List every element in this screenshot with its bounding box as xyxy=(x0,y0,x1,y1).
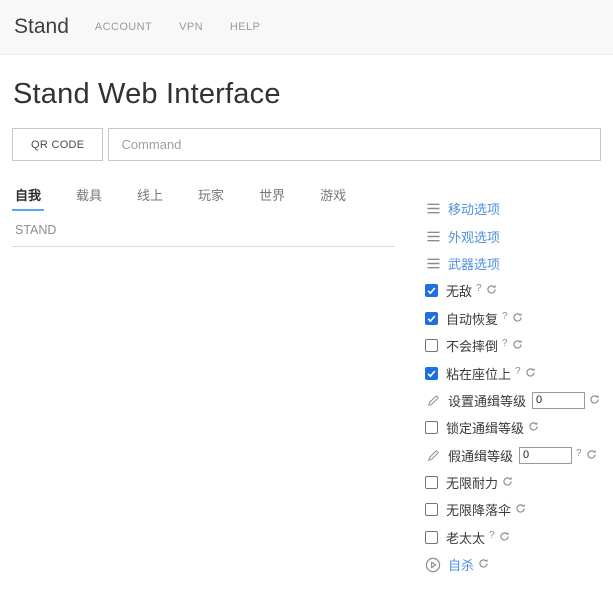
help-icon[interactable]: ? xyxy=(489,529,495,541)
value-input[interactable] xyxy=(532,391,586,409)
input-label: 假通缉等级 xyxy=(448,448,514,464)
toggle-label: 无限耐力 xyxy=(446,476,499,492)
action-link[interactable]: 自杀 xyxy=(448,558,475,574)
command-list: 移动选项外观选项武器选项无敌?自动恢复?不会摔倒?粘在座位上?设置通缉等级锁定通… xyxy=(425,183,601,578)
tab-3[interactable]: 玩家 xyxy=(198,188,225,203)
toggle-label: 粘在座位上 xyxy=(446,366,512,382)
submenu-link[interactable]: 外观选项 xyxy=(448,229,501,245)
command-row: 移动选项 xyxy=(425,195,601,222)
command-row: 无限耐力 xyxy=(425,469,601,496)
checkbox[interactable] xyxy=(425,366,438,380)
command-row: 老太太? xyxy=(425,524,601,551)
toggle-label: 锁定通缉等级 xyxy=(446,421,525,437)
command-row: 外观选项 xyxy=(425,222,601,249)
reload-icon[interactable] xyxy=(586,449,597,460)
toggle-label: 老太太 xyxy=(446,530,486,546)
nav-link-vpn[interactable]: VPN xyxy=(179,21,203,33)
reload-icon[interactable] xyxy=(486,284,497,295)
reload-icon[interactable] xyxy=(528,421,539,432)
help-icon[interactable]: ? xyxy=(502,338,508,350)
help-icon[interactable]: ? xyxy=(576,447,582,459)
toggle-label: 无限降落伞 xyxy=(446,503,512,519)
nav-links: ACCOUNT VPN HELP xyxy=(95,21,287,33)
command-row: 自杀 xyxy=(425,551,601,578)
help-icon[interactable]: ? xyxy=(515,365,521,377)
tabs: 自我 载具 线上 玩家 世界 游戏 xyxy=(12,183,395,211)
checkbox[interactable] xyxy=(425,284,438,298)
checkbox[interactable] xyxy=(425,311,438,325)
reload-icon[interactable] xyxy=(589,394,600,405)
command-row: 无限降落伞 xyxy=(425,496,601,523)
command-row: 自动恢复? xyxy=(425,305,601,332)
reload-icon[interactable] xyxy=(525,367,536,378)
reload-icon[interactable] xyxy=(512,339,523,350)
input-label: 设置通缉等级 xyxy=(448,393,527,409)
checkbox[interactable] xyxy=(425,530,438,544)
tab-0[interactable]: 自我 xyxy=(12,183,45,211)
command-row: 假通缉等级? xyxy=(425,442,601,469)
tab-2[interactable]: 线上 xyxy=(137,188,164,203)
tab-1[interactable]: 载具 xyxy=(76,188,103,203)
command-bar: QR CODE xyxy=(12,128,601,161)
command-row: 设置通缉等级 xyxy=(425,387,601,414)
checkbox[interactable] xyxy=(425,476,438,490)
reload-icon[interactable] xyxy=(512,312,523,323)
reload-icon[interactable] xyxy=(499,531,510,542)
pencil-icon xyxy=(425,447,441,463)
command-input[interactable] xyxy=(108,128,601,161)
command-row: 不会摔倒? xyxy=(425,332,601,359)
submenu-link[interactable]: 武器选项 xyxy=(448,256,501,272)
tab-5[interactable]: 游戏 xyxy=(320,188,347,203)
nav-link-help[interactable]: HELP xyxy=(229,21,261,33)
pencil-icon xyxy=(425,392,441,408)
hamburger-icon xyxy=(425,228,441,244)
qr-code-button[interactable]: QR CODE xyxy=(12,128,104,161)
command-row: 武器选项 xyxy=(425,250,601,277)
checkbox[interactable] xyxy=(425,421,438,435)
main-content: 自我载具线上玩家世界游戏 STAND 移动选项外观选项武器选项无敌?自动恢复?不… xyxy=(12,183,601,578)
command-row: 锁定通缉等级 xyxy=(425,414,601,441)
submenu-link[interactable]: 移动选项 xyxy=(448,202,501,218)
toggle-label: 自动恢复 xyxy=(446,311,499,327)
play-circle-icon[interactable] xyxy=(425,557,441,573)
reload-icon[interactable] xyxy=(478,558,489,569)
menu-panel: 自我 载具 线上 玩家 世界 游戏 STAND xyxy=(12,183,395,578)
toggle-label: 不会摔倒 xyxy=(446,339,499,355)
help-icon[interactable]: ? xyxy=(476,283,482,295)
tab-4[interactable]: 世界 xyxy=(259,188,286,203)
hamburger-icon xyxy=(425,201,441,217)
reload-icon[interactable] xyxy=(515,503,526,514)
page-title: Stand Web Interface xyxy=(13,78,281,110)
top-nav-bar: Stand ACCOUNT VPN HELP xyxy=(0,0,613,55)
value-input[interactable] xyxy=(519,446,573,464)
checkbox[interactable] xyxy=(425,339,438,353)
checkbox[interactable] xyxy=(425,503,438,517)
toggle-label: 无敌 xyxy=(446,284,473,300)
nav-link-account[interactable]: ACCOUNT xyxy=(94,21,153,33)
reload-icon[interactable] xyxy=(502,476,513,487)
command-row: 无敌? xyxy=(425,277,601,304)
help-icon[interactable]: ? xyxy=(502,310,508,322)
hamburger-icon xyxy=(425,255,441,271)
breadcrumb: STAND xyxy=(12,220,395,247)
brand-logo[interactable]: Stand xyxy=(14,15,69,38)
command-row: 粘在座位上? xyxy=(425,359,601,386)
